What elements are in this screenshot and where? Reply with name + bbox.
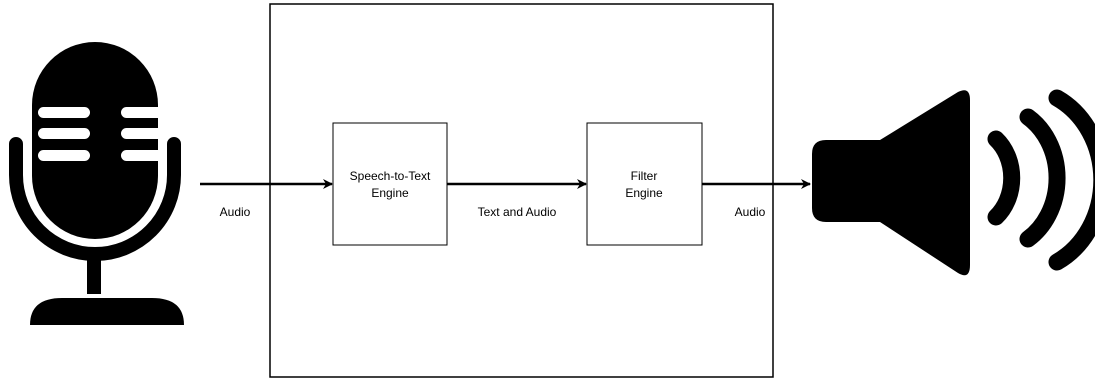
edge-label-stt-to-filter: Text and Audio — [478, 205, 557, 219]
speech-to-text-engine-label-line2: Engine — [371, 186, 409, 200]
system-boundary — [269, 3, 774, 378]
filter-engine-node: Filter Engine — [586, 122, 703, 246]
edge-label-mic-to-stt: Audio — [220, 205, 251, 219]
speech-to-text-engine-label-line1: Speech-to-Text — [350, 169, 431, 183]
speech-to-text-engine-node: Speech-to-Text Engine — [332, 122, 448, 246]
edge-label-filter-to-speaker: Audio — [735, 205, 766, 219]
microphone-icon — [9, 42, 184, 325]
filter-engine-label-line2: Engine — [625, 186, 663, 200]
speaker-icon — [812, 89, 1095, 276]
filter-engine-label-line1: Filter — [631, 169, 658, 183]
